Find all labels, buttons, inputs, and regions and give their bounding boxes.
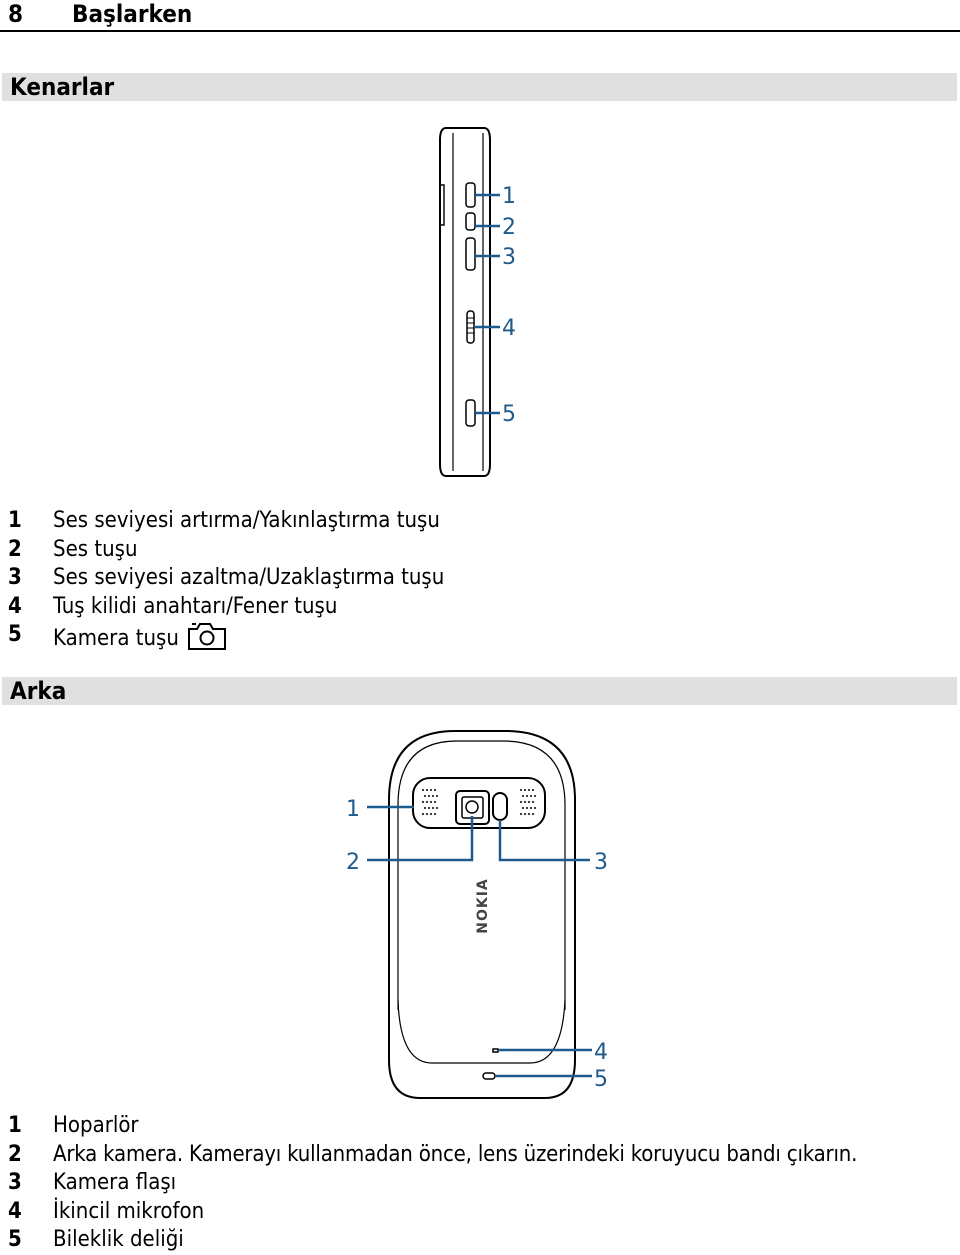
legend-number: 3 [8, 1170, 22, 1195]
legend-text: Kamera flaşı [53, 1170, 177, 1195]
legend-number: 2 [8, 536, 22, 562]
legend-text: Bileklik deliği [53, 1227, 184, 1252]
back-callout-2: 2 [346, 850, 360, 875]
legend-text: Arka kamera. Kamerayı kullanmadan önce, … [53, 1141, 858, 1167]
phone-side-outline [439, 127, 491, 477]
side-callout-5: 5 [502, 402, 516, 427]
speaker-grille [422, 789, 536, 815]
page-number: 8 [8, 0, 24, 28]
legend-text: İkincil mikrofon [53, 1198, 205, 1224]
legend-number: 4 [8, 593, 22, 619]
side-callout-4: 4 [502, 316, 516, 341]
side-callout-3: 3 [502, 245, 516, 270]
section-heading-sides: Kenarlar [2, 73, 957, 101]
legend-number: 2 [8, 1141, 22, 1167]
back-callout-lines [367, 805, 592, 1078]
camera-icon [187, 623, 226, 650]
legend-number: 5 [8, 622, 22, 647]
side-callout-lines [474, 193, 500, 415]
back-callout-3: 3 [594, 850, 608, 875]
camera-module [412, 777, 546, 829]
back-callout-5: 5 [594, 1067, 608, 1092]
legend-text: Ses tuşu [53, 536, 138, 562]
section-heading-back: Arka [2, 677, 957, 705]
chapter-title: Başlarken [72, 0, 193, 28]
section-title-sides: Kenarlar [10, 73, 115, 101]
legend-number: 1 [8, 1113, 22, 1138]
phone-back-outline [388, 730, 576, 1099]
back-callout-1: 1 [346, 797, 360, 822]
legend-number: 5 [8, 1227, 22, 1252]
legend-text: Kamera tuşu [53, 621, 227, 654]
legend-text: Ses seviyesi artırma/Yakınlaştırma tuşu [53, 508, 440, 533]
legend-text: Ses seviyesi azaltma/Uzaklaştırma tuşu [53, 565, 445, 590]
brand-logo: NOKIA [475, 878, 491, 934]
legend-text-label: Kamera tuşu [53, 626, 179, 651]
legend-number: 4 [8, 1198, 22, 1224]
side-callout-1: 1 [502, 184, 516, 209]
page-header: 8 Başlarken [0, 0, 960, 32]
side-callout-2: 2 [502, 215, 516, 240]
legend-number: 3 [8, 565, 22, 590]
back-small-parts [482, 1048, 499, 1080]
back-callout-4: 4 [594, 1040, 608, 1065]
legend-text: Tuş kilidi anahtarı/Fener tuşu [53, 593, 338, 619]
section-title-back: Arka [10, 677, 67, 705]
legend-text: Hoparlör [53, 1113, 139, 1138]
legend-number: 1 [8, 508, 22, 533]
